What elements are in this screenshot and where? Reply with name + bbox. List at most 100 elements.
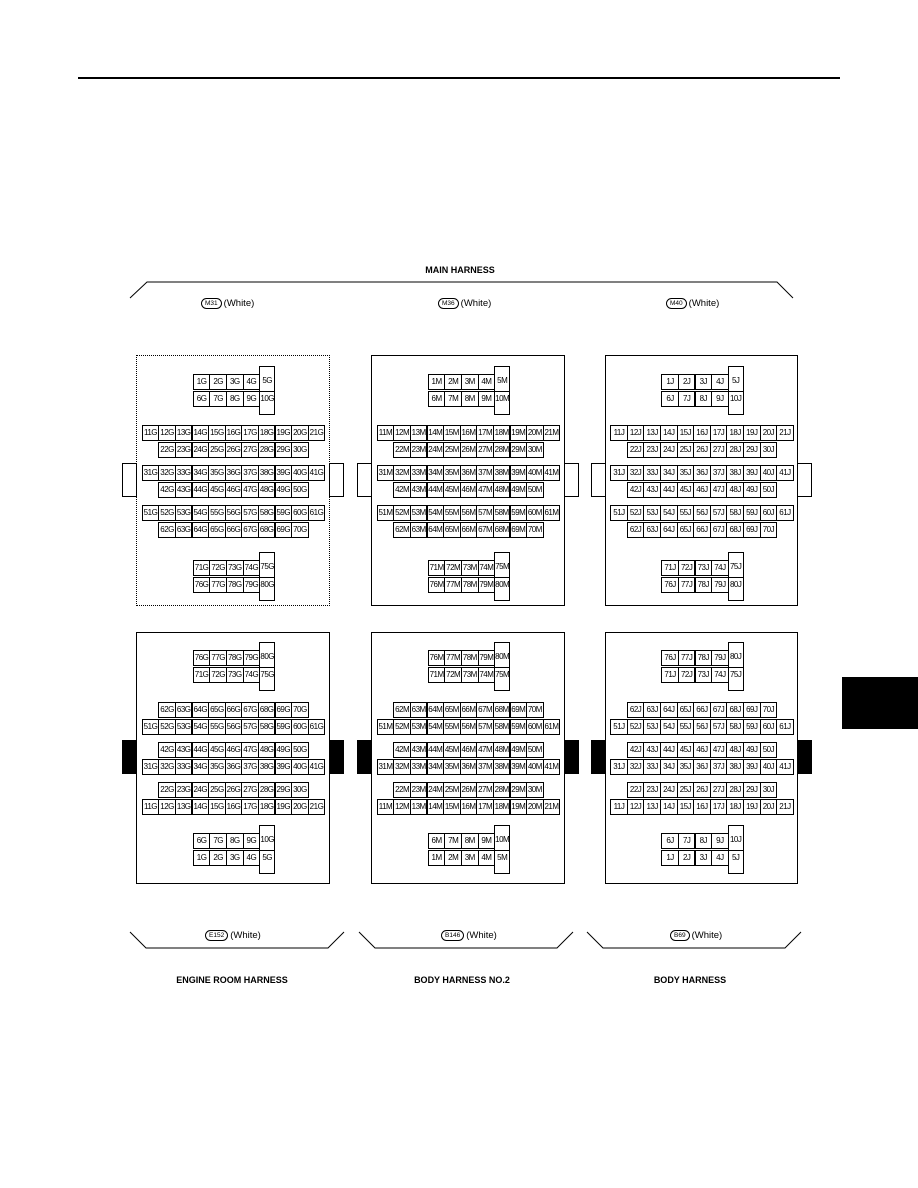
terminal-77G: 77G [209, 577, 227, 593]
terminal-20G: 20G [291, 425, 309, 441]
terminal-61M: 61M [542, 719, 561, 735]
terminal-35M: 35M [443, 465, 461, 481]
terminal-13G: 13G [174, 799, 193, 815]
terminal-20M: 20M [526, 799, 544, 815]
terminal-54G: 54G [191, 719, 210, 735]
terminal-73M: 73M [461, 667, 479, 683]
terminal-65M: 65M [443, 702, 461, 718]
terminal-60J: 60J [759, 505, 778, 521]
terminal-8G: 8G [226, 833, 244, 849]
terminal-65G: 65G [208, 522, 226, 538]
terminal-76J: 76J [661, 650, 679, 666]
terminal-48G: 48G [257, 742, 276, 758]
terminal-49G: 49G [274, 482, 293, 498]
body-harness-no2-bracket [358, 931, 574, 949]
terminal-23M: 23M [409, 442, 428, 458]
terminal-34G: 34G [191, 465, 210, 481]
terminal-73M: 73M [461, 560, 479, 576]
terminal-51M: 51M [376, 505, 395, 521]
terminal-39J: 39J [743, 759, 761, 775]
terminal-46M: 46M [459, 742, 478, 758]
terminal-50G: 50G [291, 482, 309, 498]
terminal-14G: 14G [191, 425, 210, 441]
connector-lock-tab-right [797, 462, 812, 497]
terminal-9M: 9M [477, 833, 496, 849]
terminal-3M: 3M [461, 850, 479, 866]
terminal-44M: 44M [426, 482, 445, 498]
terminal-45M: 45M [443, 742, 461, 758]
terminal-35G: 35G [208, 759, 226, 775]
terminal-8J: 8J [694, 391, 713, 407]
terminal-37M: 37M [476, 465, 494, 481]
terminal-51G: 51G [141, 505, 160, 521]
terminal-31J: 31J [610, 465, 628, 481]
terminal-33M: 33M [409, 759, 428, 775]
terminal-67M: 67M [476, 702, 494, 718]
terminal-79M: 79M [477, 577, 496, 593]
main-harness-bracket [129, 281, 794, 299]
terminal-68J: 68J [726, 702, 744, 718]
connector-color-label: (White) [230, 930, 261, 941]
terminal-51M: 51M [376, 719, 395, 735]
terminal-40G: 40G [291, 465, 309, 481]
terminal-80G: 80G [259, 577, 276, 592]
terminal-21G: 21G [307, 425, 326, 441]
terminal-16J: 16J [693, 799, 711, 815]
terminal-77J: 77J [677, 577, 696, 593]
terminal-53G: 53G [174, 719, 193, 735]
connector-id-badge: B69 [670, 930, 690, 941]
terminal-52G: 52G [158, 505, 176, 521]
terminal-keyed-pair [494, 642, 511, 691]
terminal-74J: 74J [711, 560, 729, 576]
terminal-50G: 50G [291, 742, 309, 758]
terminal-70M: 70M [526, 702, 544, 718]
terminal-73J: 73J [694, 667, 713, 683]
terminal-29J: 29J [743, 782, 761, 798]
terminal-46G: 46G [224, 482, 243, 498]
terminal-56G: 56G [224, 719, 243, 735]
terminal-21J: 21J [776, 425, 794, 441]
terminal-4J: 4J [711, 850, 729, 866]
terminal-35J: 35J [676, 759, 695, 775]
terminal-1M: 1M [427, 374, 446, 390]
terminal-6J: 6J [661, 391, 679, 407]
terminal-12J: 12J [626, 425, 645, 441]
terminal-51J: 51J [610, 719, 628, 735]
terminal-24J: 24J [660, 442, 678, 458]
terminal-77M: 77M [444, 577, 462, 593]
connector-id-badge: M40 [666, 298, 687, 309]
terminal-41G: 41G [307, 759, 326, 775]
terminal-10M: 10M [495, 835, 510, 844]
terminal-2M: 2M [444, 850, 462, 866]
terminal-10G: 10G [259, 391, 276, 406]
terminal-48M: 48M [492, 742, 511, 758]
terminal-16G: 16G [224, 425, 243, 441]
terminal-39M: 39M [509, 465, 528, 481]
terminal-16M: 16M [459, 425, 478, 441]
terminal-17G: 17G [241, 425, 259, 441]
connector-lock-tab-right [564, 462, 579, 497]
connector-lock-tab-left [357, 740, 372, 774]
terminal-18G: 18G [257, 425, 276, 441]
terminal-6M: 6M [427, 391, 446, 407]
terminal-46J: 46J [693, 482, 711, 498]
terminal-74G: 74G [242, 560, 261, 576]
terminal-21J: 21J [776, 799, 794, 815]
terminal-59M: 59M [509, 719, 528, 735]
connector-tag-m40: M40(White) [666, 298, 719, 310]
terminal-keyed-pair [259, 825, 276, 874]
terminal-13J: 13J [643, 425, 661, 441]
terminal-11G: 11G [141, 799, 160, 815]
terminal-58J: 58J [726, 505, 744, 521]
connector-lock-tab-left [591, 462, 606, 497]
terminal-56M: 56M [459, 719, 478, 735]
terminal-55G: 55G [208, 505, 226, 521]
terminal-69M: 69M [509, 702, 528, 718]
terminal-45G: 45G [208, 742, 226, 758]
terminal-31M: 31M [376, 465, 395, 481]
terminal-69J: 69J [743, 702, 761, 718]
terminal-17G: 17G [241, 799, 259, 815]
connector-color-label: (White) [460, 298, 492, 309]
connector-lock-tab-right [329, 462, 344, 497]
terminal-80J: 80J [729, 652, 742, 661]
